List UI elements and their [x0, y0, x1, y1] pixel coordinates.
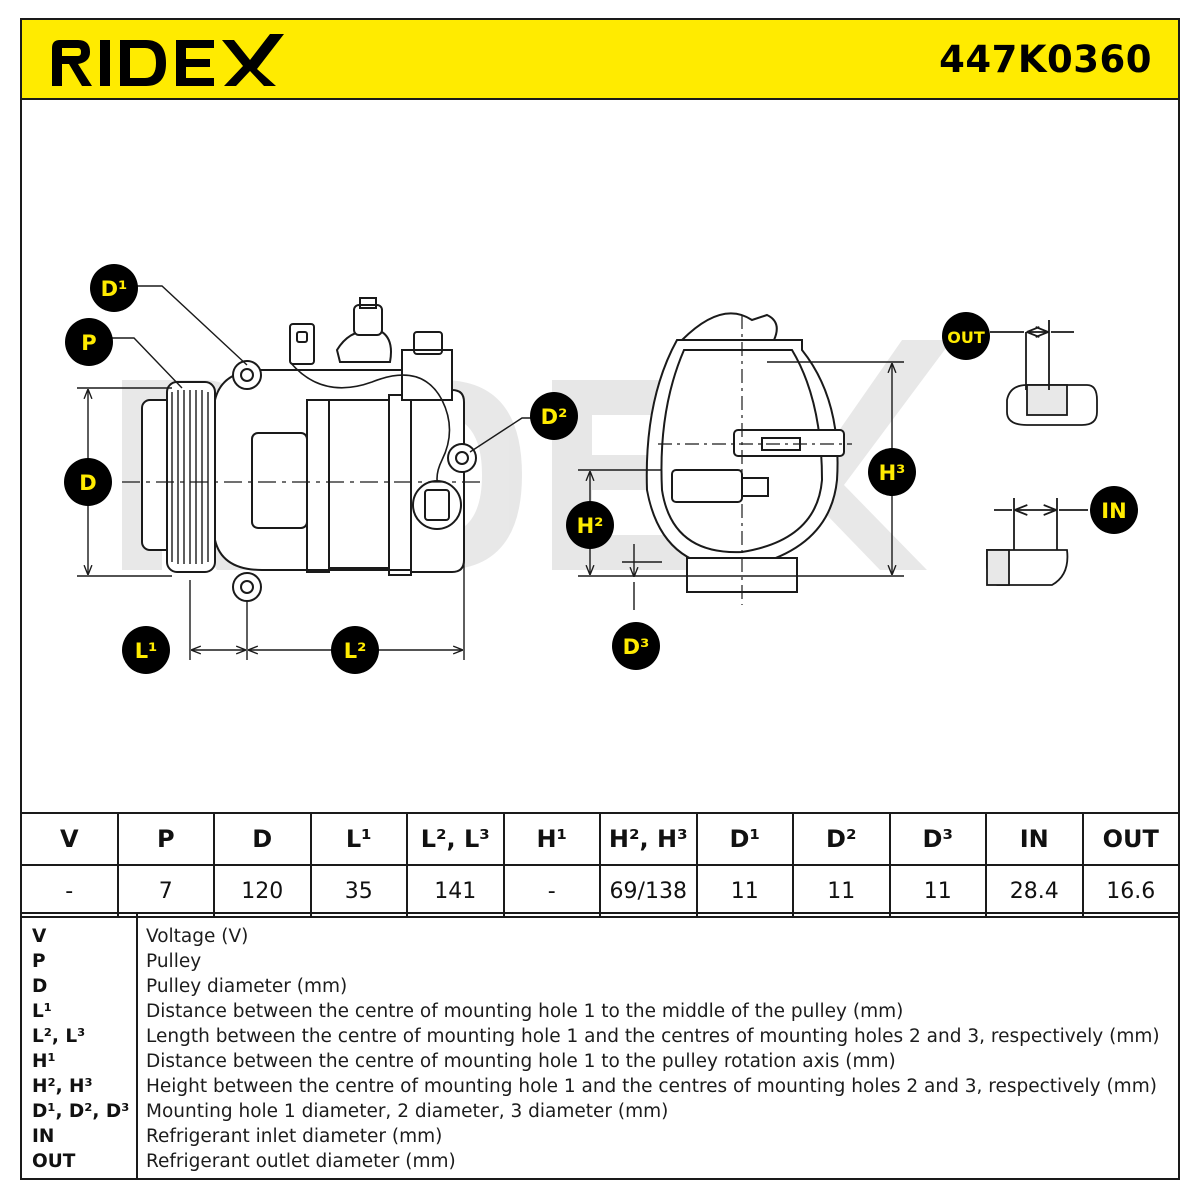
compressor-end-view [645, 312, 852, 605]
label-out: OUT [942, 312, 990, 360]
legend-divider [136, 914, 138, 1178]
legend-key: L², L³ [32, 1026, 86, 1047]
label-l1: L¹ [122, 626, 170, 674]
legend-key: V [32, 926, 47, 947]
label-d1-text: D¹ [101, 277, 128, 301]
legend-desc: Pulley [146, 951, 202, 972]
spec-value: - [20, 864, 119, 918]
spec-header: IN [985, 812, 1084, 866]
spec-value: 28.4 [985, 864, 1084, 918]
legend-key: D [32, 976, 48, 997]
spec-table-value-row: - 7 120 35 141 - 69/138 11 11 11 28.4 16… [20, 864, 1180, 918]
legend-row: IN Refrigerant inlet diameter (mm) [22, 1124, 1178, 1149]
spec-header: L¹ [309, 812, 408, 866]
label-h2-text: H² [577, 514, 604, 538]
legend-key: OUT [32, 1151, 76, 1172]
label-in-text: IN [1101, 499, 1126, 523]
spec-header: OUT [1081, 812, 1180, 866]
label-h3-text: H³ [879, 461, 906, 485]
legend-row: H¹ Distance between the centre of mounti… [22, 1049, 1178, 1074]
legend-desc: Refrigerant inlet diameter (mm) [146, 1126, 443, 1147]
label-d: D [64, 458, 112, 506]
spec-table-header-row: V P D L¹ L², L³ H¹ H², H³ D¹ D² D³ IN OU… [20, 812, 1180, 866]
out-fitting [990, 320, 1098, 426]
spec-header: P [116, 812, 215, 866]
legend-key: D¹, D², D³ [32, 1101, 130, 1122]
legend-row: D Pulley diameter (mm) [22, 974, 1178, 999]
legend-key: P [32, 951, 46, 972]
compressor-side-view [122, 297, 482, 602]
legend-desc: Length between the centre of mounting ho… [146, 1026, 1160, 1047]
legend-key: IN [32, 1126, 55, 1147]
legend-desc: Height between the centre of mounting ho… [146, 1076, 1157, 1097]
ridex-logo [52, 34, 284, 86]
spec-header: D¹ [695, 812, 794, 866]
spec-value: 141 [406, 864, 505, 918]
spec-value: 7 [116, 864, 215, 918]
label-h2: H² [566, 501, 614, 549]
spec-header: L², L³ [406, 812, 505, 866]
legend-row: V Voltage (V) [22, 924, 1178, 949]
label-p: P [65, 318, 113, 366]
label-d-text: D [79, 471, 96, 495]
label-d2-text: D² [541, 405, 568, 429]
legend-desc: Voltage (V) [146, 926, 249, 947]
label-d1: D¹ [90, 264, 138, 312]
spec-header: H², H³ [599, 812, 698, 866]
legend-row: D¹, D², D³ Mounting hole 1 diameter, 2 d… [22, 1099, 1178, 1124]
legend-row: H², H³ Height between the centre of moun… [22, 1074, 1178, 1099]
spec-value: 11 [695, 864, 794, 918]
label-d2: D² [530, 392, 578, 440]
label-in: IN [1090, 486, 1138, 534]
spec-value: 69/138 [599, 864, 698, 918]
legend-desc: Refrigerant outlet diameter (mm) [146, 1151, 456, 1172]
legend-row: OUT Refrigerant outlet diameter (mm) [22, 1149, 1178, 1174]
part-number: 447K0360 [939, 38, 1152, 81]
spec-value: - [502, 864, 601, 918]
label-p-text: P [81, 331, 96, 355]
label-d3: D³ [612, 622, 660, 670]
legend-key: H², H³ [32, 1076, 93, 1097]
technical-drawing: D¹ P D D² L¹ L² H² H³ D³ OUT IN [64, 264, 1138, 674]
header-bar: 447K0360 [20, 18, 1180, 100]
label-h3: H³ [868, 448, 916, 496]
spec-header: D² [792, 812, 891, 866]
legend-row: L¹ Distance between the centre of mounti… [22, 999, 1178, 1024]
legend-row: P Pulley [22, 949, 1178, 974]
label-d3-text: D³ [623, 635, 650, 659]
legend-desc: Pulley diameter (mm) [146, 976, 348, 997]
legend-key: L¹ [32, 1001, 52, 1022]
spec-table: V P D L¹ L², L³ H¹ H², H³ D¹ D² D³ IN OU… [20, 812, 1180, 918]
legend-row: L², L³ Length between the centre of moun… [22, 1024, 1178, 1049]
legend-desc: Mounting hole 1 diameter, 2 diameter, 3 … [146, 1101, 669, 1122]
in-fitting [986, 498, 1088, 586]
label-l2: L² [331, 626, 379, 674]
spec-value: 11 [888, 864, 987, 918]
spec-value: 16.6 [1081, 864, 1180, 918]
spec-header: V [20, 812, 119, 866]
label-out-text: OUT [947, 328, 985, 347]
spec-header: D [213, 812, 312, 866]
spec-value: 120 [213, 864, 312, 918]
legend-desc: Distance between the centre of mounting … [146, 1051, 896, 1072]
spec-value: 35 [309, 864, 408, 918]
spec-value: 11 [792, 864, 891, 918]
legend-desc: Distance between the centre of mounting … [146, 1001, 904, 1022]
label-l1-text: L¹ [135, 639, 158, 663]
legend-key: H¹ [32, 1051, 56, 1072]
spec-header: H¹ [502, 812, 601, 866]
label-l2-text: L² [344, 639, 367, 663]
spec-header: D³ [888, 812, 987, 866]
legend-panel: V Voltage (V) P Pulley D Pulley diameter… [20, 912, 1180, 1180]
